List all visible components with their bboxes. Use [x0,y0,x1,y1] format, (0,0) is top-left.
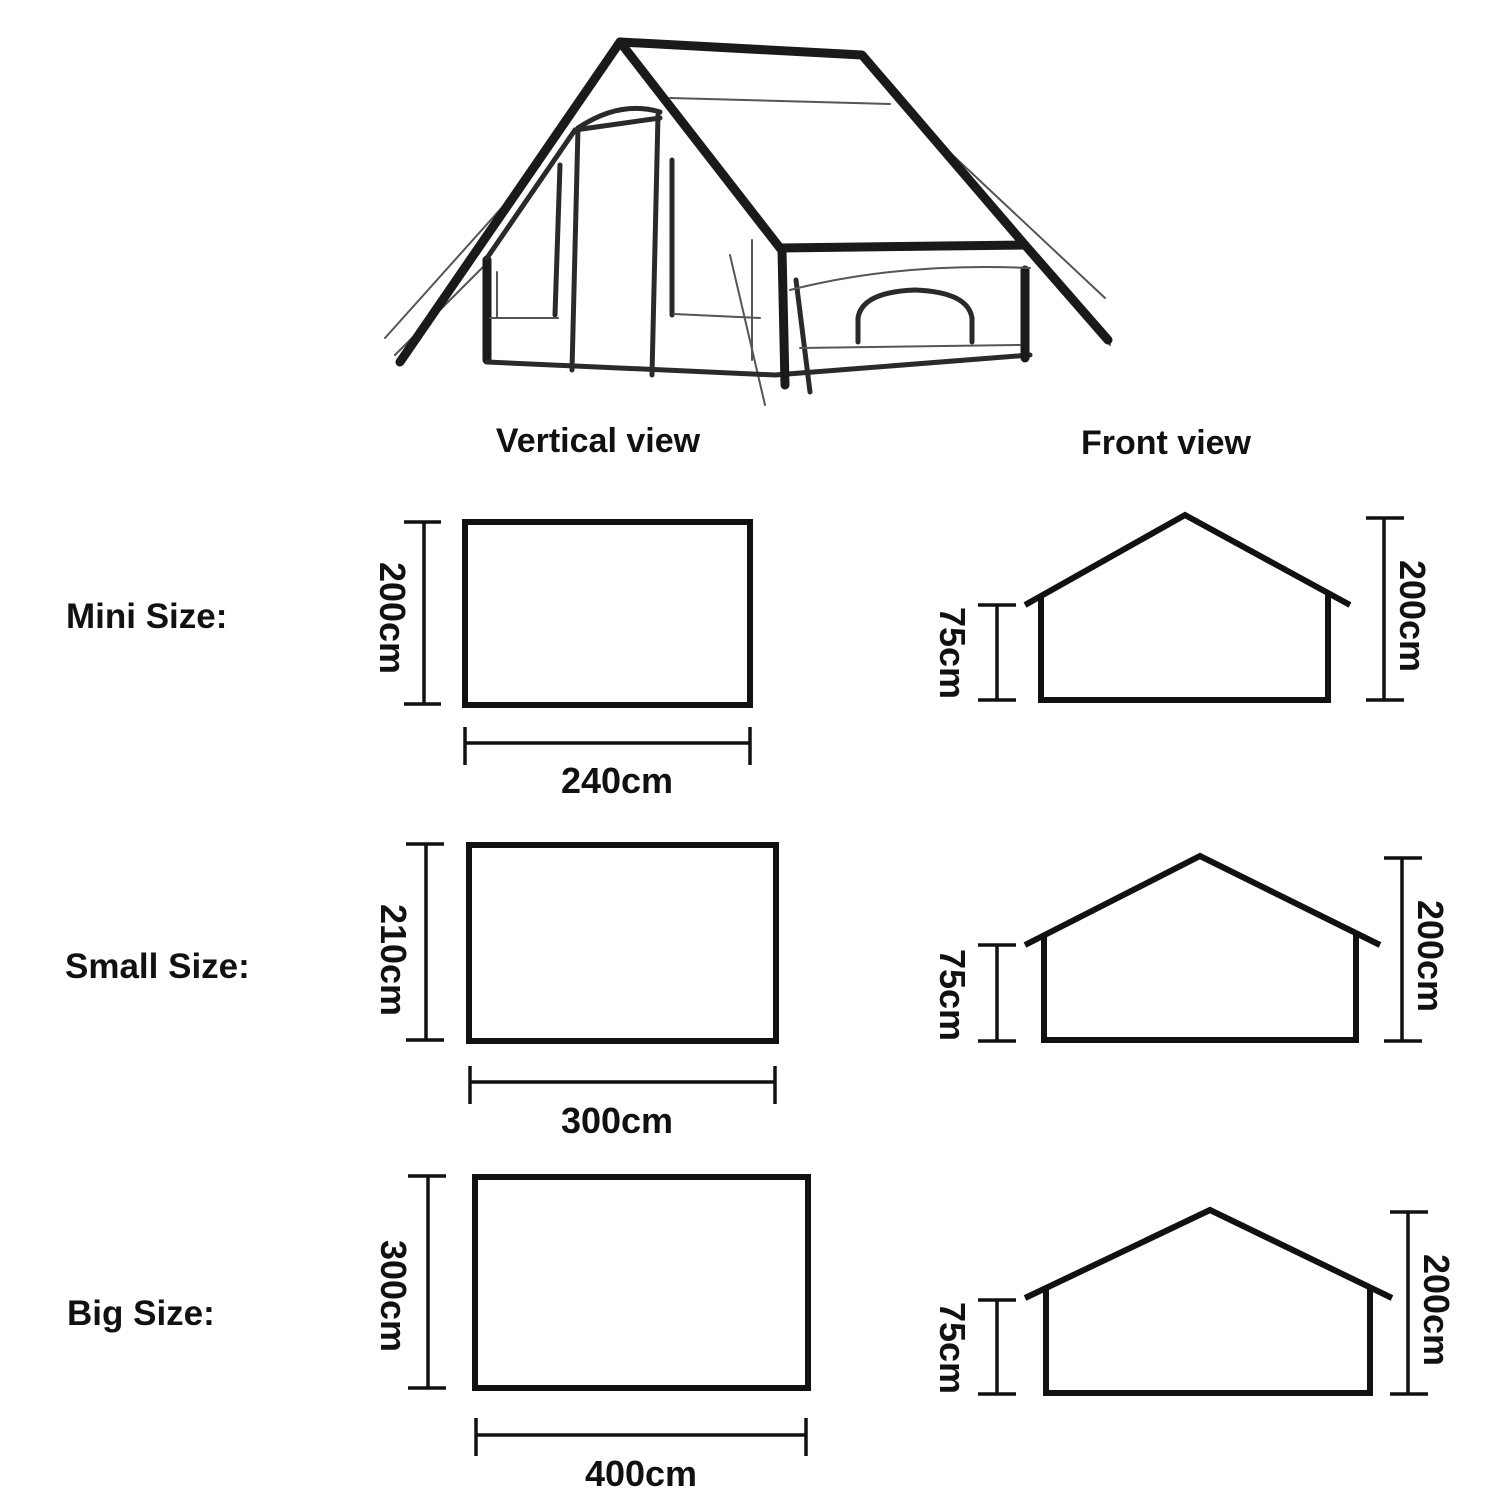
wall-height-dimension: 75cm [932,603,1016,702]
vertical-view-plan: 300cm 400cm [373,1174,811,1494]
depth-label: 200cm [372,562,413,674]
heading-vertical-view: Vertical view [496,422,701,460]
size-row-mini: Mini Size: 200cm 240cm [66,511,1433,801]
total-height-dimension: 200cm [1366,516,1433,702]
front-view-profile: 75cm 200cm [932,852,1451,1043]
size-row-big: Big Size: 300cm 400cm [67,1174,1457,1494]
depth-dimension: 210cm [373,842,444,1042]
width-dimension: 240cm [463,727,752,801]
total-height-label: 200cm [1392,560,1433,672]
wall-height-label: 75cm [932,949,973,1041]
depth-dimension: 200cm [372,520,441,706]
size-label: Small Size: [65,947,250,986]
tent-illustration [384,37,1113,406]
size-label: Big Size: [67,1294,215,1333]
front-view-profile: 75cm 200cm [932,1206,1457,1396]
wall-height-dimension: 75cm [932,943,1016,1043]
total-height-dimension: 200cm [1390,1210,1457,1396]
total-height-label: 200cm [1410,900,1451,1012]
width-label: 240cm [561,760,673,801]
width-label: 400cm [585,1453,697,1494]
width-dimension: 400cm [474,1418,808,1494]
width-label: 300cm [561,1100,673,1141]
front-view-profile: 75cm 200cm [932,511,1433,703]
wall-height-label: 75cm [932,1302,973,1394]
total-height-dimension: 200cm [1384,856,1451,1043]
depth-label: 210cm [373,904,414,1016]
total-height-label: 200cm [1416,1254,1457,1366]
depth-dimension: 300cm [373,1174,446,1390]
depth-label: 300cm [373,1240,414,1352]
wall-height-dimension: 75cm [932,1298,1016,1396]
vertical-view-plan: 200cm 240cm [372,519,753,801]
width-dimension: 300cm [468,1066,777,1141]
heading-front-view: Front view [1081,424,1252,462]
vertical-view-plan: 210cm 300cm [373,842,779,1141]
size-label: Mini Size: [66,597,227,636]
size-row-small: Small Size: 210cm 300cm [65,842,1451,1141]
wall-height-label: 75cm [932,607,973,699]
